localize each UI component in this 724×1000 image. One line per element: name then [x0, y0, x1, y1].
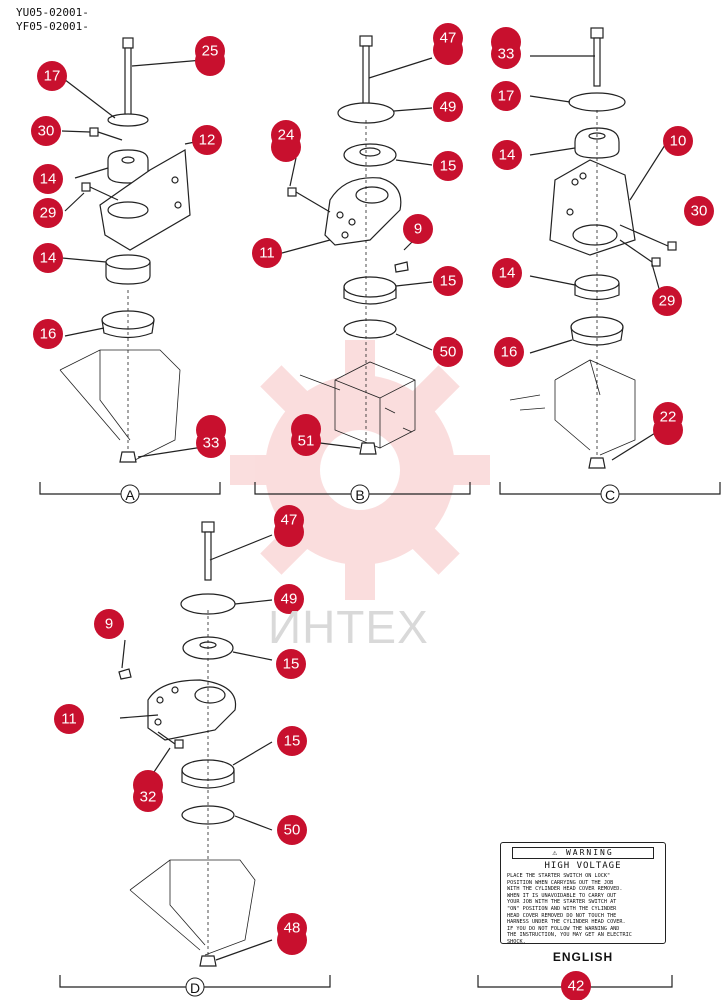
callout-b-11[interactable]: 11 — [259, 245, 275, 262]
callout-d-15-bottom[interactable]: 15 — [284, 733, 301, 750]
callout-d-11[interactable]: 11 — [61, 711, 77, 728]
callout-c-22[interactable]: 22 — [660, 409, 677, 426]
callout-d-49[interactable]: 49 — [281, 591, 298, 608]
section-b-label: B — [355, 487, 364, 503]
callout-d-9[interactable]: 9 — [105, 616, 113, 633]
callout-a-12[interactable]: 12 — [199, 132, 216, 149]
callout-b-51[interactable]: 51 — [298, 433, 315, 450]
callout-b-50[interactable]: 50 — [440, 344, 457, 361]
warning-line: THE INSTRUCTION, YOU MAY GET AN ELECTRIC — [507, 932, 632, 939]
callout-a-16[interactable]: 16 — [40, 326, 57, 343]
callout-c-29[interactable]: 29 — [659, 293, 676, 310]
callout-b-49[interactable]: 49 — [440, 99, 457, 116]
callout-b-15-bottom[interactable]: 15 — [440, 273, 457, 290]
warning-line: HEAD COVER REMOVED DO NOT TOUCH THE — [507, 912, 617, 919]
warning-line: HARNESS UNDER THE CYLINDER HEAD COVER. — [507, 919, 626, 926]
callout-a-33[interactable]: 33 — [203, 435, 220, 452]
section-markers: A B C D — [120, 484, 620, 997]
warning-line: YOUR JOB WITH THE STARTER SWITCH AT — [507, 899, 617, 906]
warning-line: "ON" POSITION AND WITH THE CYLINDER — [507, 905, 617, 912]
callout-c-14-top[interactable]: 14 — [499, 147, 516, 164]
watermark-text: ИНТЕХ — [268, 601, 429, 653]
warning-line: WITH THE CYLINDER HEAD COVER REMOVED. — [507, 886, 623, 893]
callout-c-33[interactable]: 33 — [498, 46, 515, 63]
warning-line: IF YOU DO NOT FOLLOW THE WARNING AND — [507, 925, 620, 932]
callout-a-29[interactable]: 29 — [40, 205, 57, 222]
callout-d-48[interactable]: 48 — [284, 920, 301, 937]
warning-heading: ⚠ WARNING — [512, 847, 654, 859]
callout-a-30[interactable]: 30 — [38, 123, 55, 140]
part-code-2: YF05-02001- — [16, 20, 89, 33]
callout-d-15-top[interactable]: 15 — [283, 656, 300, 673]
warning-label: ⚠ WARNING HIGH VOLTAGE PLACE THE STARTER… — [500, 842, 666, 946]
warning-subheading: HIGH VOLTAGE — [544, 861, 622, 871]
assembly-b — [254, 35, 471, 495]
callout-c-14-bottom[interactable]: 14 — [499, 265, 516, 282]
callout-a-14-top[interactable]: 14 — [40, 171, 57, 188]
callout-c-17[interactable]: 17 — [498, 88, 515, 105]
callout-badges: 25 17 30 12 14 29 14 16 33 47 49 24 15 9… — [31, 23, 714, 1000]
assembly-c — [499, 27, 721, 495]
assembly-d — [59, 521, 331, 988]
callout-d-50[interactable]: 50 — [284, 822, 301, 839]
warning-body: PLACE THE STARTER SWITCH ON LOCK" POSITI… — [501, 871, 665, 946]
section-a-label: A — [125, 487, 135, 503]
callout-b-24[interactable]: 24 — [278, 127, 295, 144]
warning-line: PLACE THE STARTER SWITCH ON LOCK" — [507, 873, 611, 879]
callout-b-9[interactable]: 9 — [414, 221, 422, 238]
callout-label-42[interactable]: 42 — [568, 978, 585, 995]
warning-line: SHOCK. — [507, 938, 526, 945]
label-language: ENGLISH — [552, 950, 614, 964]
warning-line: WHEN IT IS UNAVOIDABLE TO CARRY OUT — [507, 892, 617, 899]
callout-d-47[interactable]: 47 — [281, 512, 298, 529]
callout-d-32[interactable]: 32 — [140, 789, 157, 806]
part-code-1: YU05-02001- — [16, 6, 89, 19]
section-d-label: D — [190, 980, 200, 996]
callout-a-17[interactable]: 17 — [44, 68, 61, 85]
watermark-gear-icon — [230, 340, 490, 600]
assembly-a — [39, 37, 221, 495]
callout-c-30[interactable]: 30 — [691, 203, 708, 220]
callout-a-14-bottom[interactable]: 14 — [40, 250, 57, 267]
section-c-label: C — [605, 487, 615, 503]
callout-a-25[interactable]: 25 — [202, 43, 219, 60]
callout-c-10[interactable]: 10 — [670, 133, 687, 150]
callout-b-15-top[interactable]: 15 — [440, 158, 457, 175]
callout-b-47[interactable]: 47 — [440, 30, 457, 47]
callout-c-16[interactable]: 16 — [501, 344, 518, 361]
warning-triangle-icon: ⚠ — [552, 848, 560, 857]
warning-heading-text: WARNING — [565, 848, 614, 857]
warning-line: POSITION WHEN CARRYING OUT THE JOB — [507, 879, 614, 886]
